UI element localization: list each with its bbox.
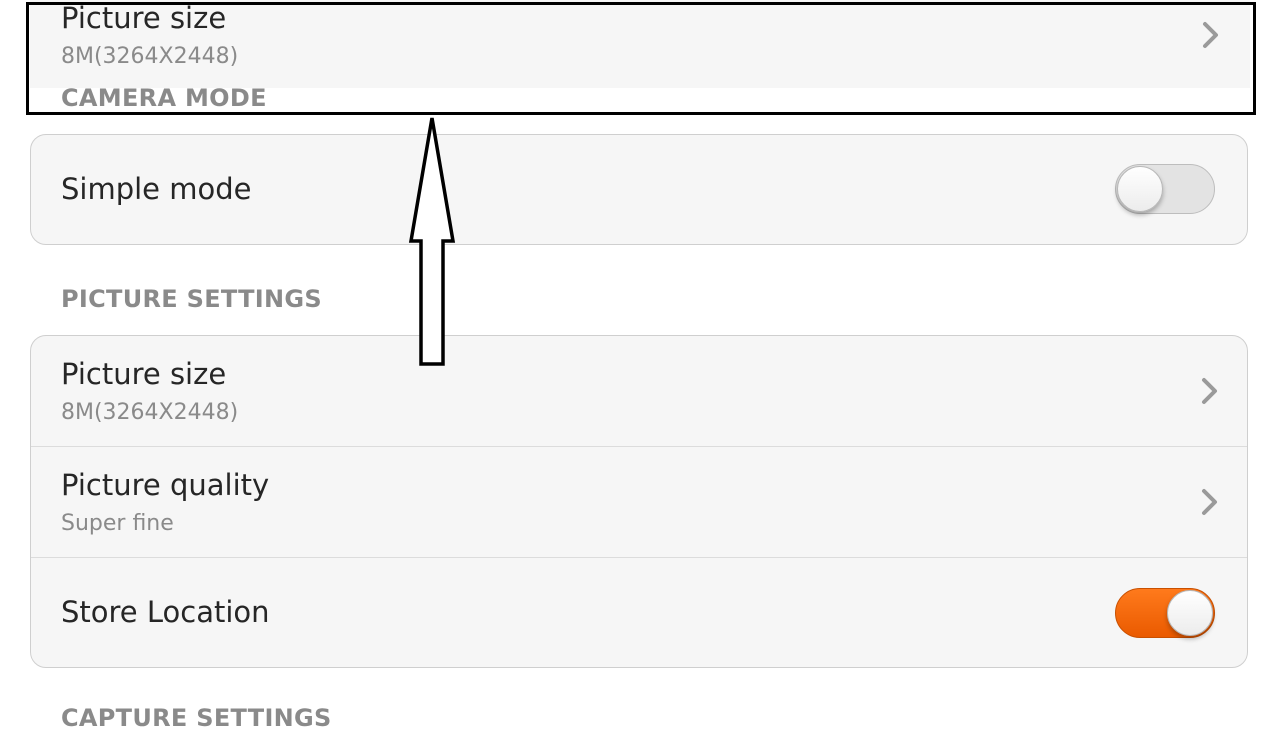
chevron-right-icon xyxy=(1202,489,1217,515)
toggle-knob xyxy=(1117,166,1163,212)
camera-mode-card: Simple mode xyxy=(30,134,1248,245)
simple-mode-row[interactable]: Simple mode xyxy=(31,135,1247,244)
store-location-label: Store Location xyxy=(61,595,270,629)
chevron-right-icon xyxy=(1203,22,1218,48)
toggle-knob xyxy=(1167,590,1213,636)
picture-settings-header: PICTURE SETTINGS xyxy=(61,285,322,313)
simple-mode-label: Simple mode xyxy=(61,172,252,206)
picture-size-label: Picture size xyxy=(61,357,227,391)
picture-size-value: 8M(3264X2448) xyxy=(61,400,239,425)
up-arrow-icon xyxy=(408,117,456,366)
annotation-highlight-box xyxy=(26,2,1256,115)
picture-settings-card: Picture size 8M(3264X2448) Picture quali… xyxy=(30,335,1248,668)
picture-size-row[interactable]: Picture size 8M(3264X2448) xyxy=(31,336,1247,446)
picture-size-value-top: 8M(3264X2448) xyxy=(61,44,239,69)
picture-size-label-top: Picture size xyxy=(61,1,227,35)
simple-mode-toggle[interactable] xyxy=(1115,164,1215,214)
picture-quality-row[interactable]: Picture quality Super fine xyxy=(31,446,1247,557)
store-location-row[interactable]: Store Location xyxy=(31,557,1247,667)
picture-quality-label: Picture quality xyxy=(61,468,270,502)
store-location-toggle[interactable] xyxy=(1115,588,1215,638)
picture-quality-value: Super fine xyxy=(61,511,174,536)
capture-settings-header: CAPTURE SETTINGS xyxy=(61,704,332,732)
camera-mode-header: CAMERA MODE xyxy=(61,84,267,112)
chevron-right-icon xyxy=(1202,378,1217,404)
picture-size-row-scrolled[interactable]: Picture size 8M(3264X2448) xyxy=(30,0,1250,88)
